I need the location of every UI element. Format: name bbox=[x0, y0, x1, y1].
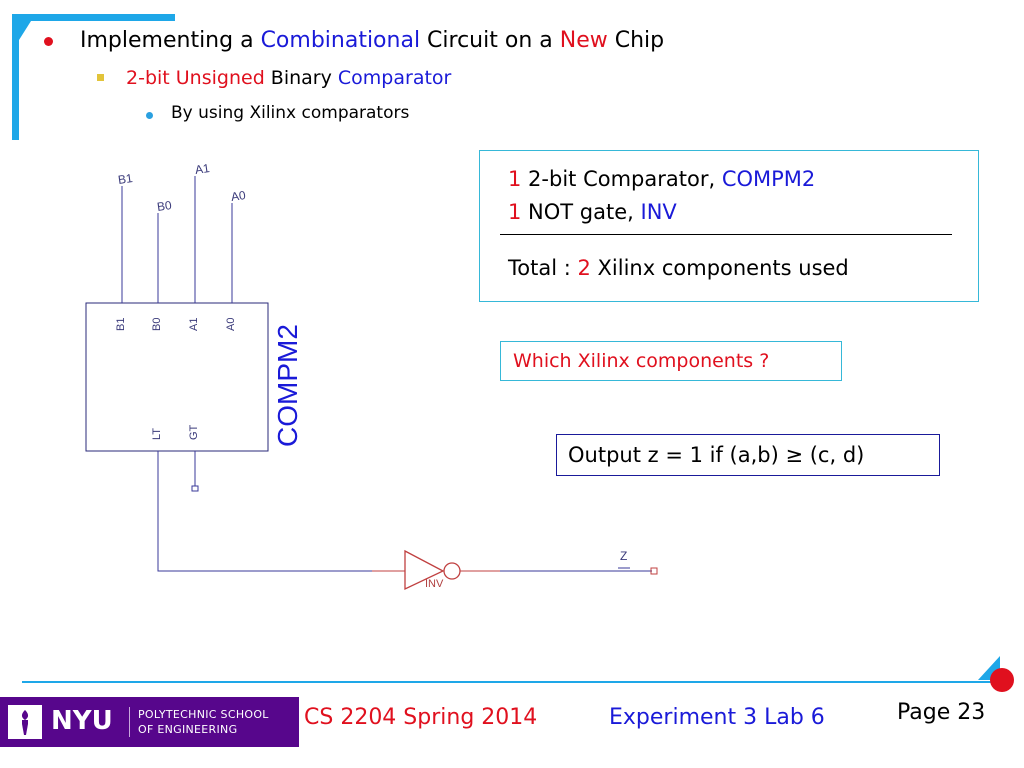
bullet-marker bbox=[97, 74, 104, 81]
footer-rule bbox=[22, 681, 1000, 683]
bullet-level2: 2-bit Unsigned Binary Comparator bbox=[126, 67, 452, 89]
component-total: Total : 2 Xilinx components used bbox=[508, 256, 849, 280]
bullet-marker bbox=[44, 37, 53, 46]
output-label-z: Z bbox=[620, 549, 628, 563]
components-summary-box: 1 2-bit Comparator, COMPM2 1 NOT gate, I… bbox=[479, 150, 979, 302]
bullet-level1: Implementing a Combinational Circuit on … bbox=[80, 28, 665, 53]
logo-divider bbox=[129, 707, 130, 737]
footer-experiment: Experiment 3 Lab 6 bbox=[609, 705, 825, 730]
pin-label-gt: GT bbox=[188, 424, 200, 440]
question-box: Which Xilinx components ? bbox=[500, 341, 842, 381]
component-row-comparator: 1 2-bit Comparator, COMPM2 bbox=[508, 167, 816, 191]
nyu-logo: NYU POLYTECHNIC SCHOOL OF ENGINEERING bbox=[0, 697, 299, 747]
bullet-marker bbox=[146, 112, 153, 119]
pin-label-a0: A0 bbox=[225, 317, 237, 331]
corner-decoration bbox=[12, 14, 175, 140]
input-label-a0: A0 bbox=[230, 188, 247, 204]
input-label-a1: A1 bbox=[194, 161, 211, 177]
pin-label-b1: B1 bbox=[115, 317, 127, 331]
output-condition-box: Output z = 1 if (a,b) ≥ (c, d) bbox=[556, 434, 940, 476]
logo-line2: OF ENGINEERING bbox=[138, 723, 238, 736]
logo-line1: POLYTECHNIC SCHOOL bbox=[138, 708, 269, 721]
schematic-diagram bbox=[85, 176, 658, 591]
corner-decoration-br bbox=[978, 656, 1014, 692]
nyu-wordmark: NYU bbox=[51, 706, 113, 736]
bullet-level3: By using Xilinx comparators bbox=[171, 103, 410, 123]
footer-course: CS 2204 Spring 2014 bbox=[304, 705, 538, 730]
input-label-b0: B0 bbox=[156, 198, 173, 214]
pin-label-a1: A1 bbox=[188, 317, 200, 331]
pin-label-lt: LT bbox=[151, 427, 163, 440]
component-row-not: 1 NOT gate, INV bbox=[508, 200, 677, 224]
footer-page-number: Page 23 bbox=[897, 700, 986, 725]
torch-icon bbox=[8, 705, 42, 739]
input-label-b1: B1 bbox=[117, 171, 134, 187]
pin-label-b0: B0 bbox=[151, 317, 163, 331]
component-name-label: COMPM2 bbox=[272, 324, 303, 447]
gate-label-inv: INV bbox=[425, 578, 444, 590]
divider-line bbox=[500, 234, 952, 235]
